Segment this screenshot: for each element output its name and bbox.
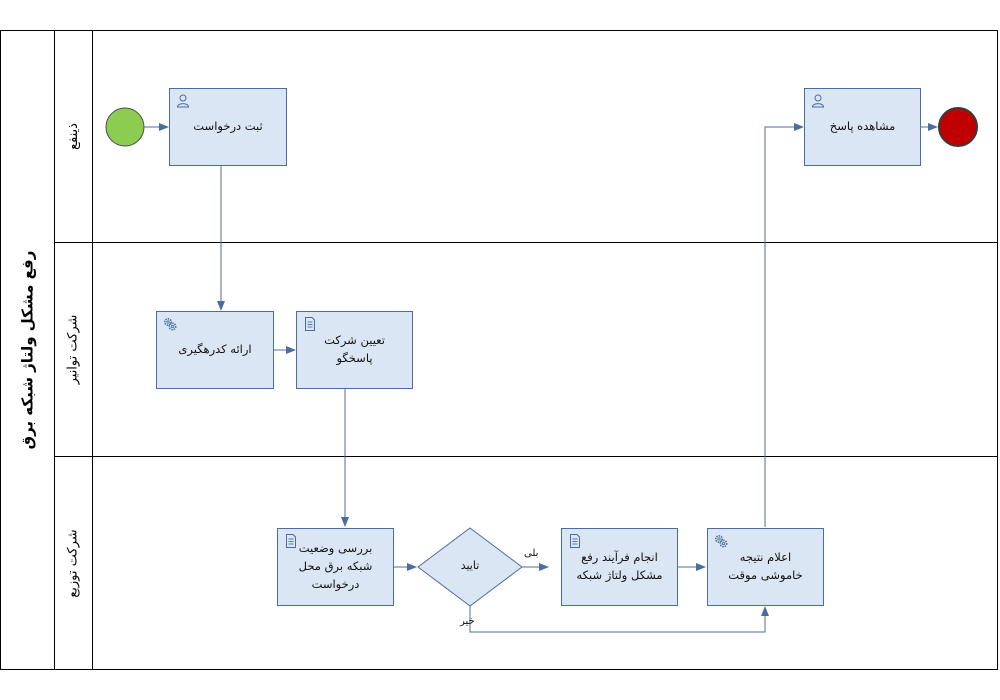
task-provide-tracking-code[interactable]: ارائه کدرهگیری bbox=[156, 311, 274, 389]
task-label: ارائه کدرهگیری bbox=[178, 342, 252, 357]
pool-border bbox=[0, 30, 998, 670]
end-event bbox=[938, 107, 978, 147]
task-review-network[interactable]: بررسی وضعیت شبکه برق محل درخواست bbox=[277, 528, 394, 606]
gear-icon bbox=[714, 534, 728, 548]
user-icon bbox=[176, 94, 190, 108]
flow-label-no: خیر bbox=[460, 616, 475, 627]
gear-icon bbox=[163, 317, 177, 331]
start-event bbox=[105, 107, 145, 147]
task-announce-result[interactable]: اعلام نتیجه خاموشی موقت bbox=[707, 528, 824, 606]
task-label: انجام فرآیند رفع مشکل ولتاژ شبکه bbox=[576, 550, 663, 582]
task-label: ثبت درخواست bbox=[193, 119, 263, 134]
task-submit-request[interactable]: ثبت درخواست bbox=[169, 88, 287, 166]
gateway-label: تایید bbox=[460, 559, 480, 572]
script-icon bbox=[286, 534, 296, 548]
script-icon bbox=[305, 317, 315, 331]
lane-title-stakeholder: ذینفع bbox=[65, 122, 81, 150]
flow-gateway-no bbox=[469, 606, 769, 633]
task-label: تعیین شرکت پاسخگو bbox=[324, 333, 385, 365]
flow-announce-to-view bbox=[764, 123, 804, 527]
task-label: بررسی وضعیت شبکه برق محل درخواست bbox=[298, 541, 373, 591]
task-label: اعلام نتیجه خاموشی موقت bbox=[728, 550, 803, 582]
task-label: مشاهده پاسخ bbox=[829, 119, 896, 134]
task-fix-voltage[interactable]: انجام فرآیند رفع مشکل ولتاژ شبکه bbox=[561, 528, 678, 606]
script-icon bbox=[570, 534, 580, 548]
task-view-response[interactable]: مشاهده پاسخ bbox=[804, 88, 921, 166]
lane-title-distribution: شرکت توزیع bbox=[65, 529, 81, 598]
flow-label-yes: بلی bbox=[524, 548, 539, 559]
task-assign-responder[interactable]: تعیین شرکت پاسخگو bbox=[296, 311, 413, 389]
pool-title: رفع مشکل ولتاژ شبکه برق bbox=[18, 250, 37, 450]
user-icon bbox=[811, 94, 825, 108]
lane-title-tavanir: شرکت توانیر bbox=[65, 314, 81, 385]
